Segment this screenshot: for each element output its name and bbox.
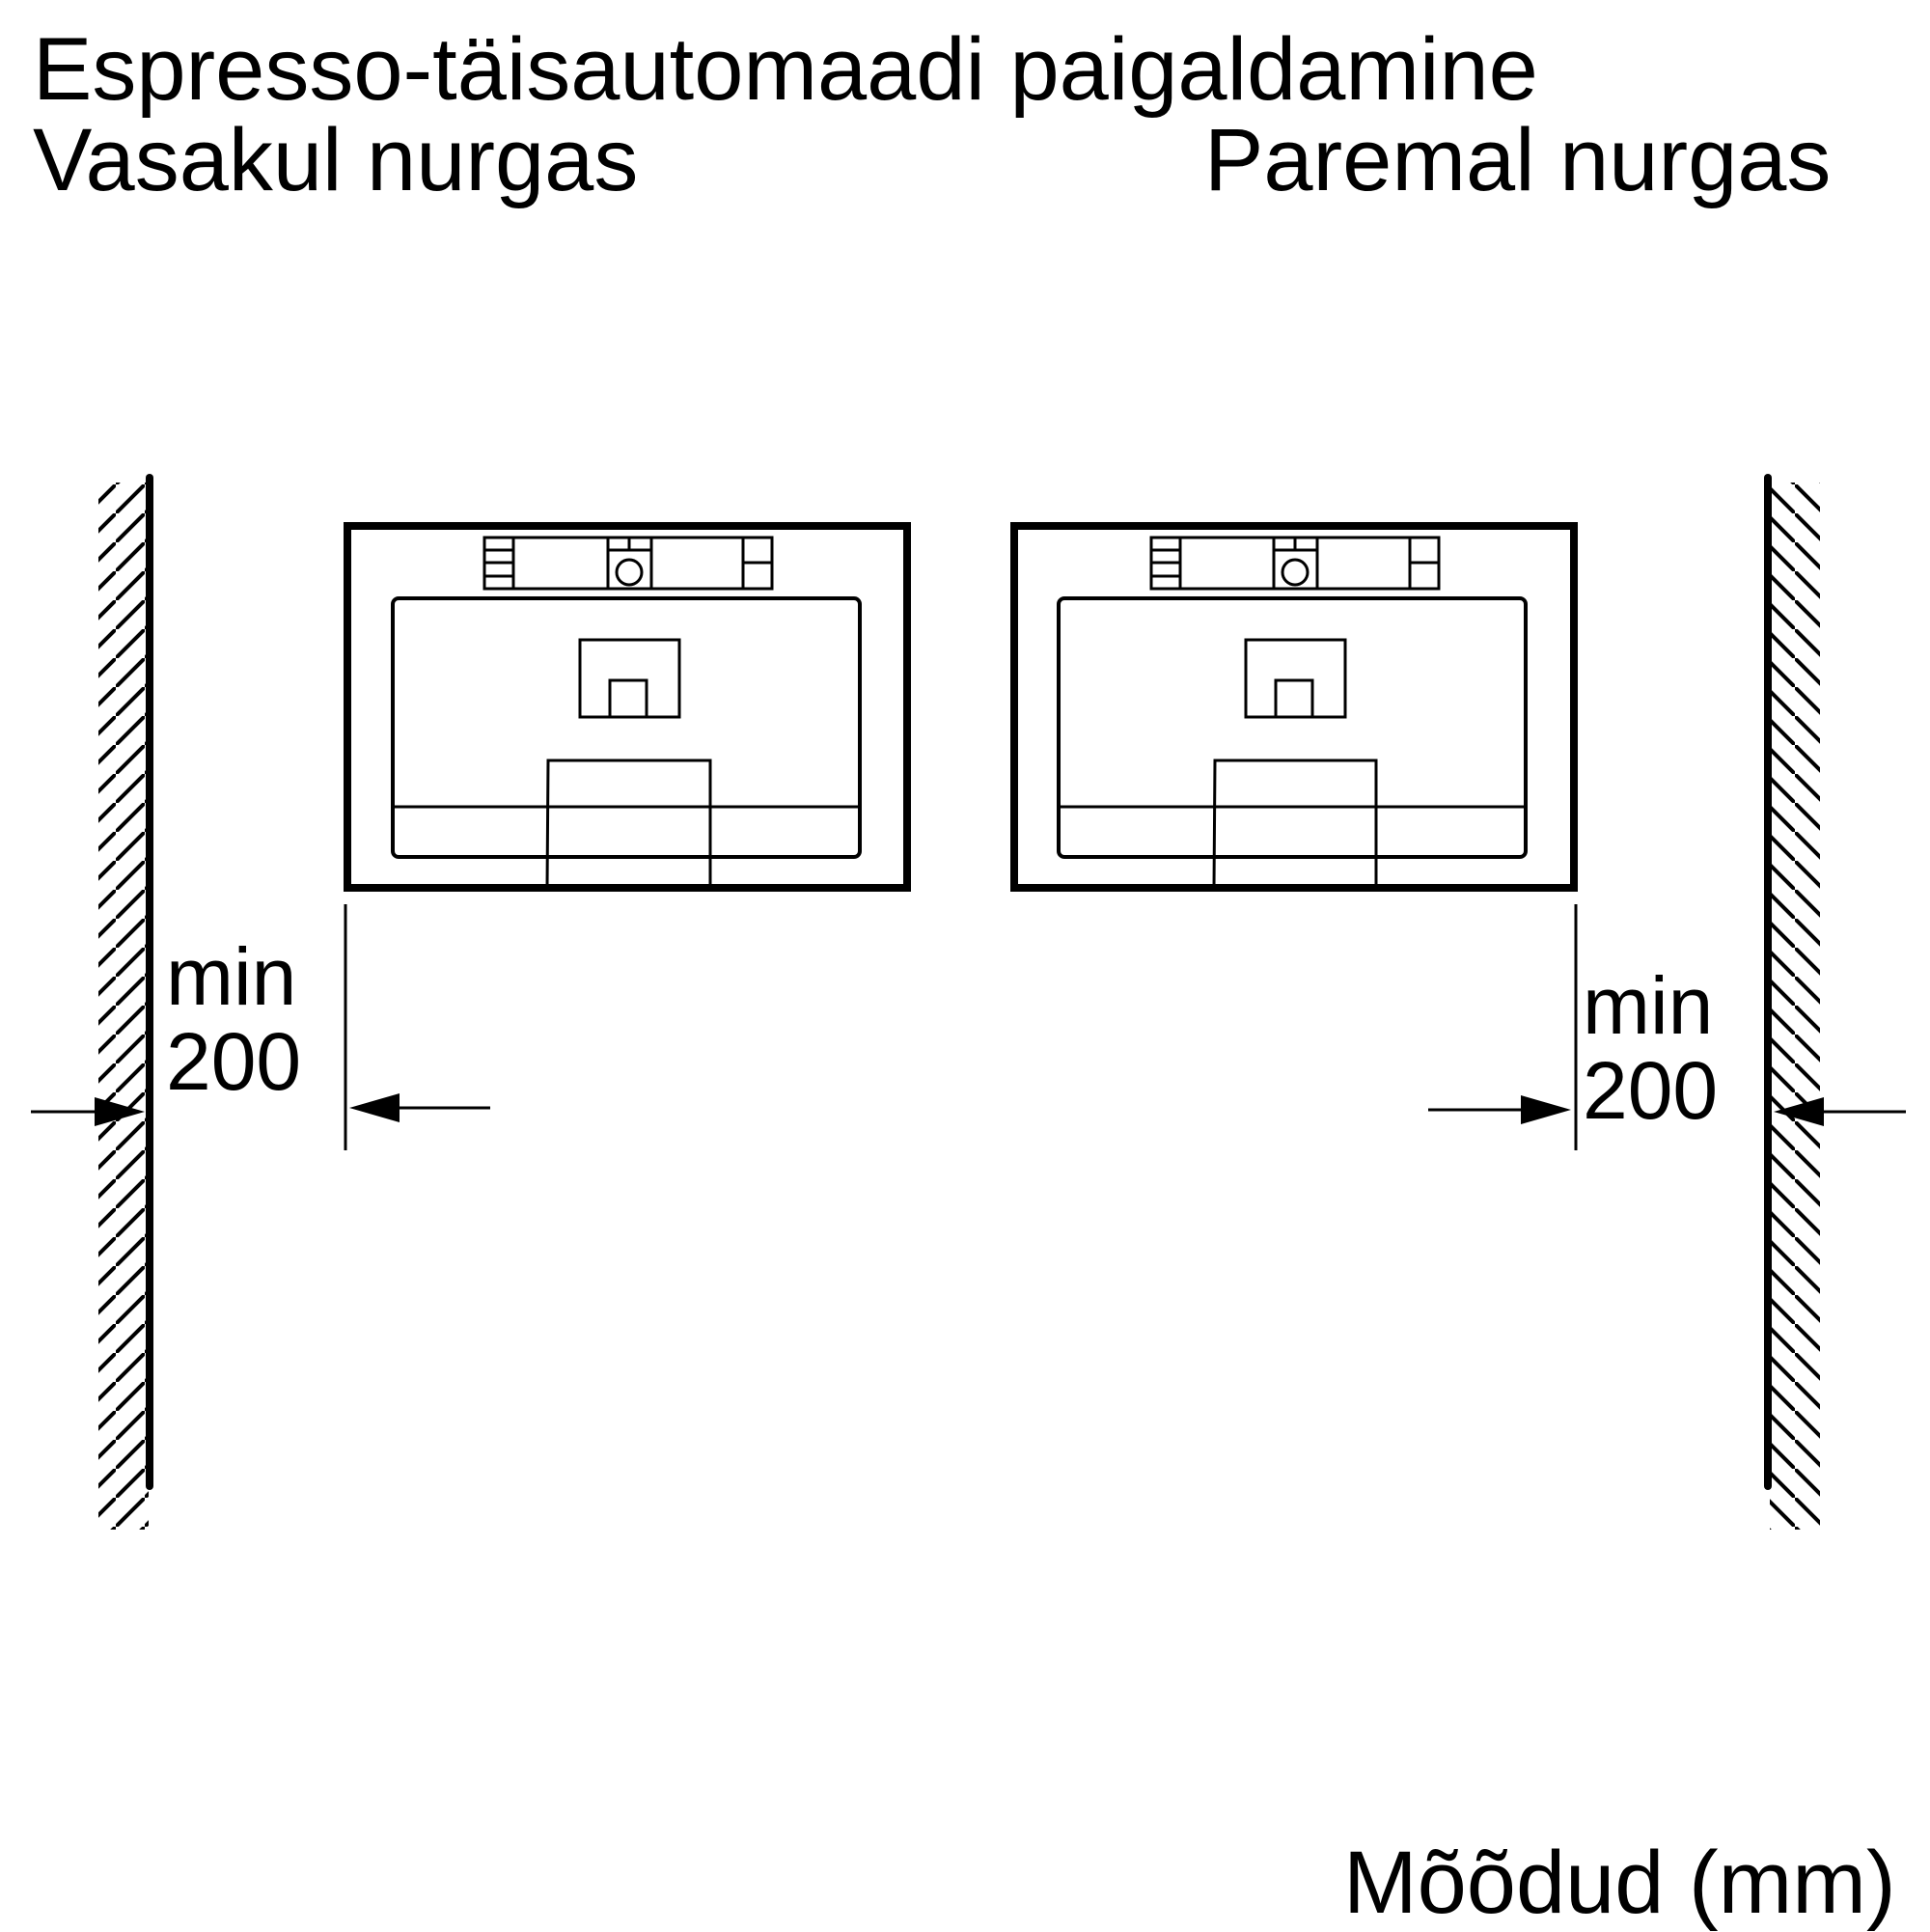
right-spout-housing — [1244, 638, 1347, 719]
right-control-knob — [1281, 558, 1310, 587]
right-corner-label: Paremal nurgas — [1204, 111, 1832, 209]
left-drip-tray — [545, 759, 712, 889]
left-dimension-marker — [31, 904, 490, 1150]
left-arrow-inner-head — [349, 1093, 400, 1122]
left-dimension-prefix: min — [166, 931, 297, 1022]
left-arrow-outer-head — [95, 1097, 145, 1126]
left-wall-hatching — [98, 483, 149, 1530]
right-appliance-front — [1057, 596, 1528, 859]
left-wall — [98, 474, 153, 1530]
left-spout-housing — [578, 638, 681, 719]
right-wall-hatching — [1770, 483, 1820, 1530]
right-dimension-marker — [1428, 904, 1906, 1150]
right-arrow-inner-head — [1521, 1095, 1571, 1124]
left-appliance-frame — [344, 522, 911, 892]
left-dimension-value: 200 — [166, 1016, 302, 1107]
diagram-title: Espresso-täisautomaadi paigaldamine — [33, 20, 1538, 119]
right-arrow-outer-head — [1774, 1097, 1824, 1126]
left-appliance — [344, 522, 911, 892]
left-corner-label: Vasakul nurgas — [33, 111, 639, 209]
left-control-knob — [615, 558, 644, 587]
right-wall — [1764, 474, 1820, 1530]
right-appliance — [1010, 522, 1578, 892]
right-spout — [1274, 678, 1314, 719]
right-dimension-prefix: min — [1583, 960, 1714, 1051]
left-spout — [608, 678, 648, 719]
left-appliance-front — [391, 596, 862, 859]
right-appliance-frame — [1010, 522, 1578, 892]
right-dimension-value: 200 — [1583, 1045, 1719, 1136]
units-note: Mõõdud (mm) — [1343, 1834, 1896, 1932]
right-drip-tray — [1212, 759, 1378, 889]
